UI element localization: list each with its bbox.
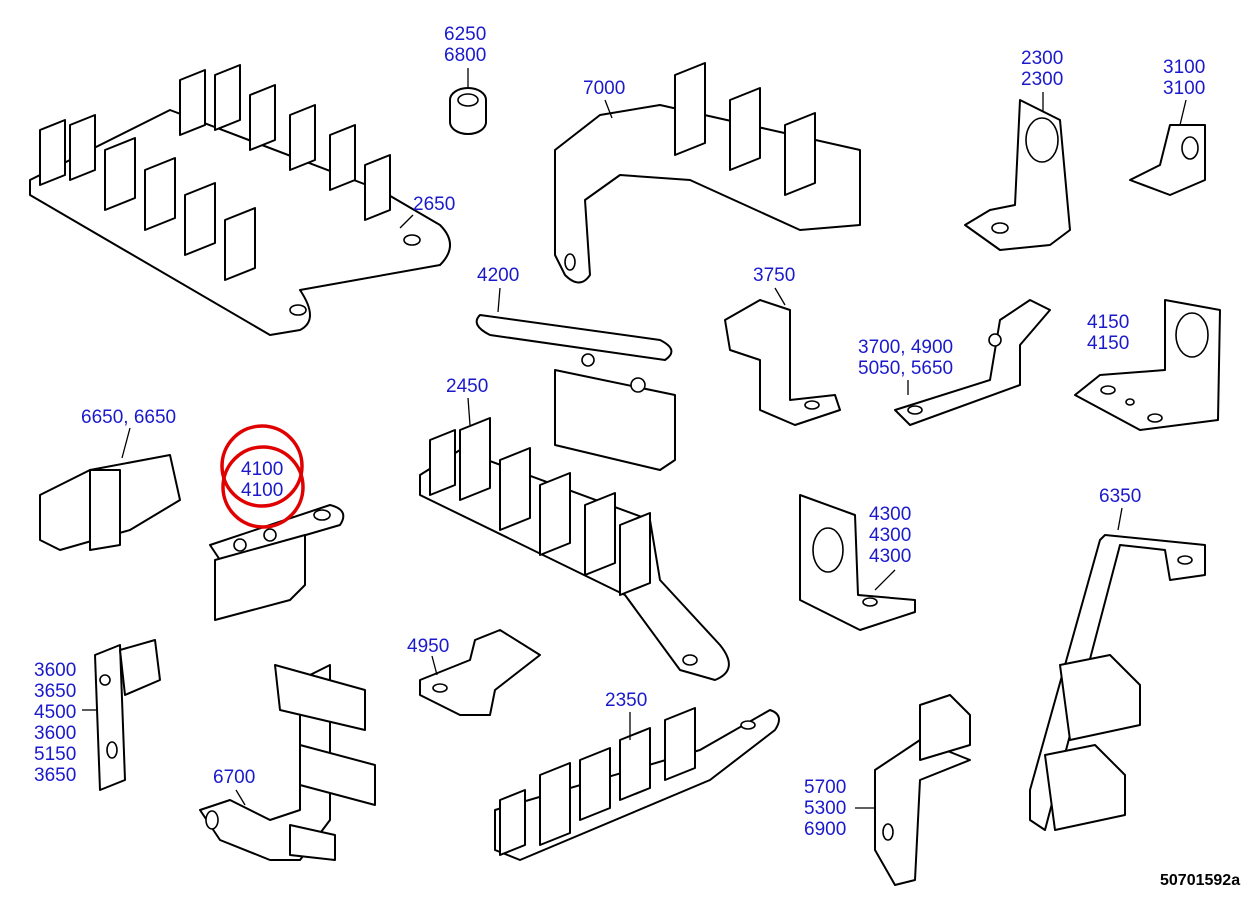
callout-6350: 6350 <box>1099 486 1142 507</box>
callout-2350: 2350 <box>605 690 648 711</box>
part-7000 <box>554 62 861 284</box>
part-2300 <box>964 92 1071 251</box>
part-5700 <box>855 694 971 886</box>
part-4150 <box>1074 299 1221 431</box>
part-4200 <box>475 287 676 471</box>
part-4100 <box>209 504 345 621</box>
callout-6700: 6700 <box>213 767 256 788</box>
callout-2450: 2450 <box>446 376 489 397</box>
part-6350 <box>1029 507 1206 831</box>
part-2650 <box>29 64 451 336</box>
part-3750 <box>724 287 841 426</box>
part-4300 <box>799 494 916 631</box>
part-4950 <box>419 629 541 716</box>
document-id: 50701592a <box>1160 872 1241 889</box>
part-6650 <box>39 427 181 551</box>
callout-4200: 4200 <box>477 265 520 286</box>
callout-3750: 3750 <box>753 265 796 286</box>
callout-6650: 6650, 6650 <box>81 407 177 428</box>
highlight-circle <box>221 445 305 529</box>
part-2450 <box>419 397 730 681</box>
part-3600 <box>82 639 161 791</box>
part-6250 <box>449 68 487 135</box>
callout-2650: 2650 <box>413 194 456 215</box>
part-6700 <box>199 664 376 861</box>
callout-4950: 4950 <box>407 636 450 657</box>
callout-7000: 7000 <box>583 78 626 99</box>
highlight-circle <box>220 424 304 508</box>
part-2350 <box>494 707 780 861</box>
part-3100 <box>1129 99 1206 196</box>
part-3700 <box>894 299 1051 426</box>
